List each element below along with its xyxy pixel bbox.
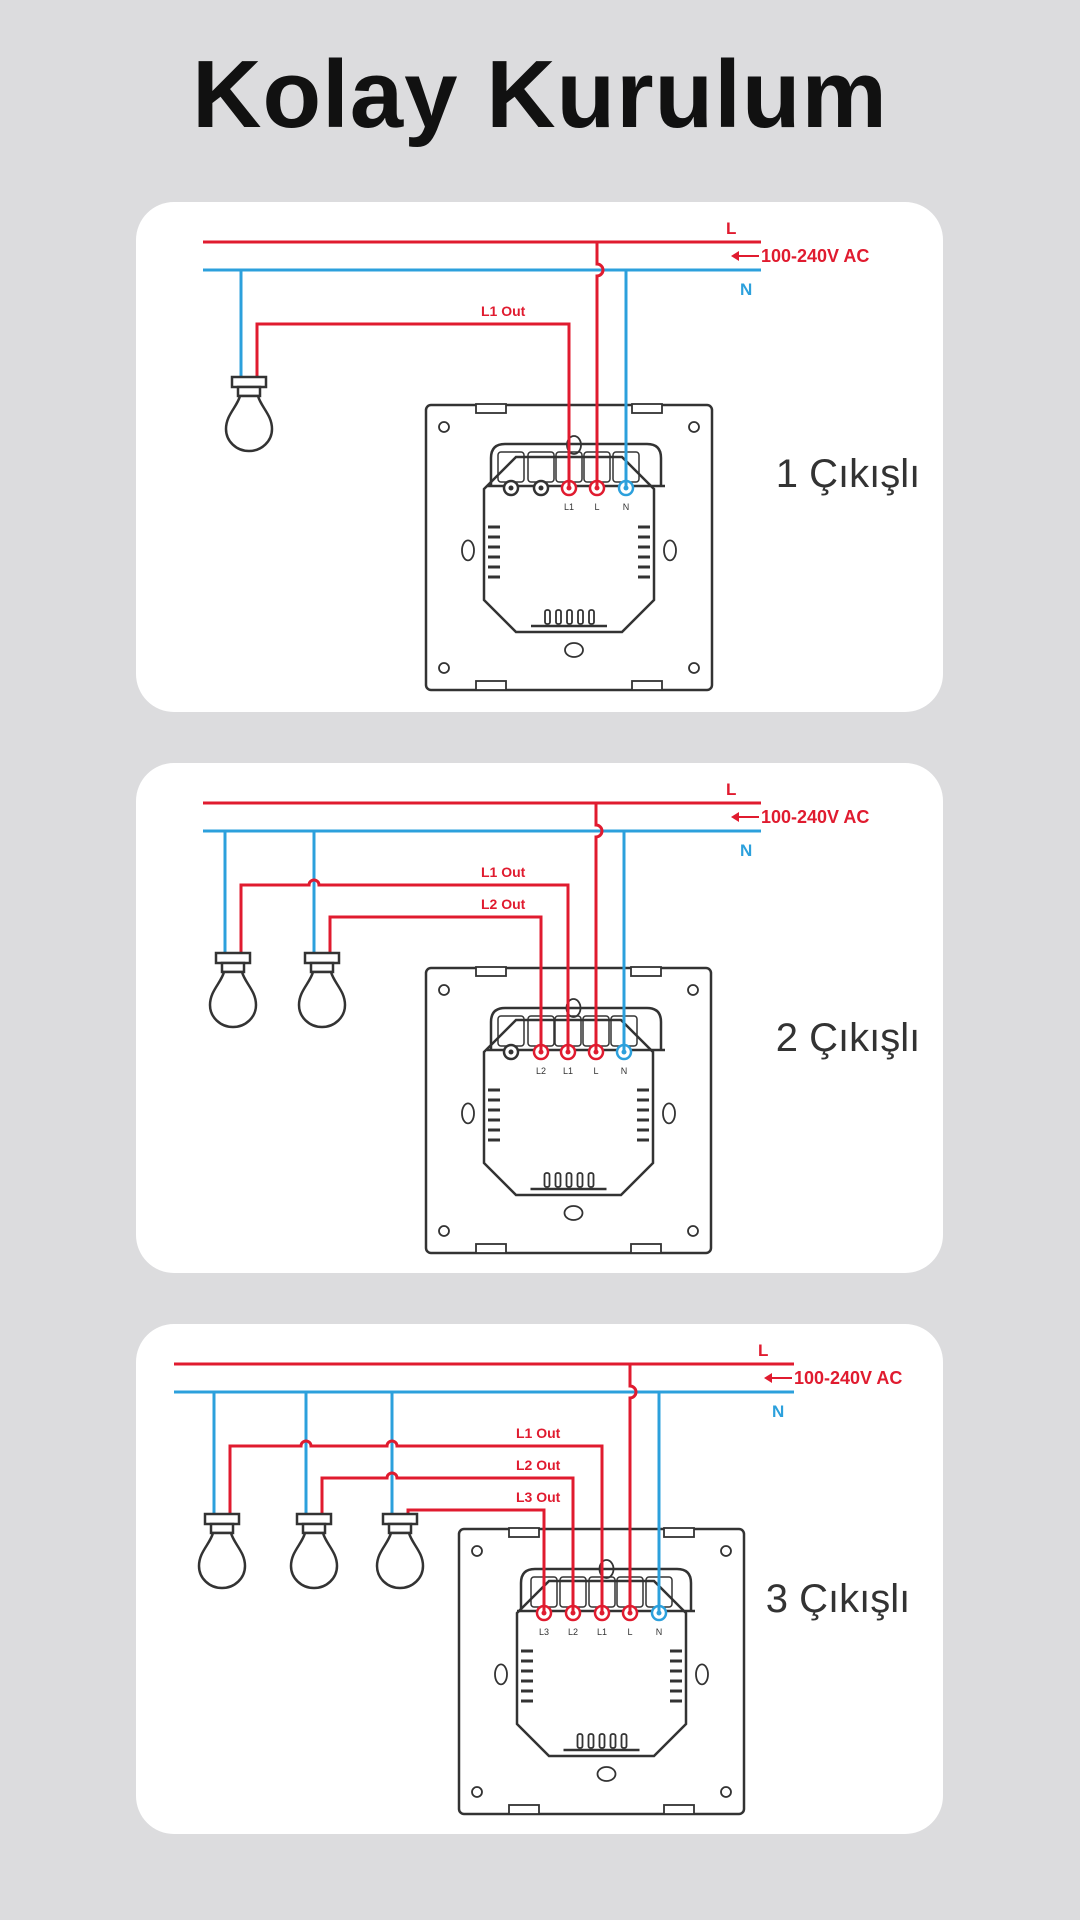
- mounting-clip: [475, 680, 507, 691]
- output-wire-3: [406, 1508, 546, 1613]
- switch-backplate: [424, 966, 713, 1255]
- output-wire-2: [328, 915, 543, 1052]
- light-bulb-icon: [297, 951, 347, 1029]
- mounting-clip: [508, 1804, 540, 1815]
- output-wire-1: [255, 322, 571, 488]
- side-hole: [494, 1663, 508, 1686]
- terminal-label: N: [656, 1627, 663, 1637]
- output-label: L3 Out: [516, 1489, 561, 1505]
- output-count-caption: 1 Çıkışlı: [776, 452, 920, 496]
- bottom-slot: [596, 1766, 617, 1782]
- side-hole: [461, 539, 475, 562]
- mounting-clip: [663, 1804, 695, 1815]
- voltage-label: 100-240V AC: [761, 246, 869, 266]
- output-wire-2: [320, 1471, 575, 1613]
- live-label: L: [726, 219, 736, 238]
- output-count-caption: 3 Çıkışlı: [766, 1577, 910, 1621]
- output-label: L1 Out: [516, 1425, 561, 1441]
- terminal-block: [487, 1006, 665, 1061]
- terminal-label: N: [623, 502, 630, 512]
- light-bulb-icon: [289, 1512, 339, 1590]
- screw-hole-icon: [438, 662, 450, 674]
- terminal-label: L1: [564, 502, 574, 512]
- terminal-block: [487, 442, 665, 497]
- voltage-label: 100-240V AC: [794, 1368, 902, 1388]
- screw-hole-icon: [438, 421, 450, 433]
- live-label: L: [758, 1341, 768, 1360]
- output-label: L1 Out: [481, 303, 526, 319]
- light-bulb-icon: [197, 1512, 247, 1590]
- mounting-clip: [631, 680, 663, 691]
- live-wire: [628, 1364, 638, 1613]
- screw-hole-icon: [471, 1786, 483, 1798]
- side-hole: [695, 1663, 709, 1686]
- output-label: L1 Out: [481, 864, 526, 880]
- terminal-label: L: [594, 502, 599, 512]
- output-wire-1: [239, 878, 570, 1052]
- screw-hole-icon: [471, 1545, 483, 1557]
- live-label: L: [726, 780, 736, 799]
- mounting-clip: [663, 1527, 695, 1538]
- light-bulb-icon: [375, 1512, 425, 1590]
- terminal-label: L2: [568, 1627, 578, 1637]
- side-hole: [663, 539, 677, 562]
- voltage-label: 100-240V AC: [761, 807, 869, 827]
- screw-hole-icon: [688, 662, 700, 674]
- neutral-label: N: [740, 280, 752, 299]
- mounting-clip: [630, 966, 662, 977]
- terminal-label: L: [593, 1066, 598, 1076]
- output-count-caption: 2 Çıkışlı: [776, 1016, 920, 1060]
- screw-hole-icon: [688, 421, 700, 433]
- live-wire: [595, 242, 605, 488]
- side-hole: [662, 1102, 676, 1125]
- mounting-clip: [631, 403, 663, 414]
- output-wire-1: [228, 1439, 604, 1613]
- mounting-clip: [508, 1527, 540, 1538]
- light-bulb-icon: [208, 951, 258, 1029]
- screw-hole-icon: [687, 984, 699, 996]
- screw-hole-icon: [438, 984, 450, 996]
- neutral-label: N: [740, 841, 752, 860]
- output-label: L2 Out: [516, 1457, 561, 1473]
- switch-backplate: [424, 403, 714, 692]
- neutral-label: N: [772, 1402, 784, 1421]
- terminal-label: L3: [539, 1627, 549, 1637]
- mounting-clip: [475, 966, 507, 977]
- live-wire: [594, 803, 604, 1052]
- light-bulb-icon: [224, 375, 274, 453]
- terminal-label: L1: [597, 1627, 607, 1637]
- side-hole: [461, 1102, 475, 1125]
- mounting-clip: [475, 1243, 507, 1254]
- terminal-label: N: [621, 1066, 628, 1076]
- bottom-slot: [563, 1205, 584, 1221]
- switch-module: [515, 1579, 688, 1758]
- switch-module: [482, 455, 656, 634]
- screw-hole-icon: [720, 1786, 732, 1798]
- terminal-label: L1: [563, 1066, 573, 1076]
- screw-hole-icon: [720, 1545, 732, 1557]
- switch-module: [482, 1018, 655, 1197]
- page-title: Kolay Kurulum: [192, 41, 888, 148]
- mounting-clip: [475, 403, 507, 414]
- mounting-clip: [630, 1243, 662, 1254]
- terminal-label: L2: [536, 1066, 546, 1076]
- screw-hole-icon: [438, 1225, 450, 1237]
- output-label: L2 Out: [481, 896, 526, 912]
- terminal-label: L: [627, 1627, 632, 1637]
- bottom-slot: [564, 642, 584, 658]
- screw-hole-icon: [687, 1225, 699, 1237]
